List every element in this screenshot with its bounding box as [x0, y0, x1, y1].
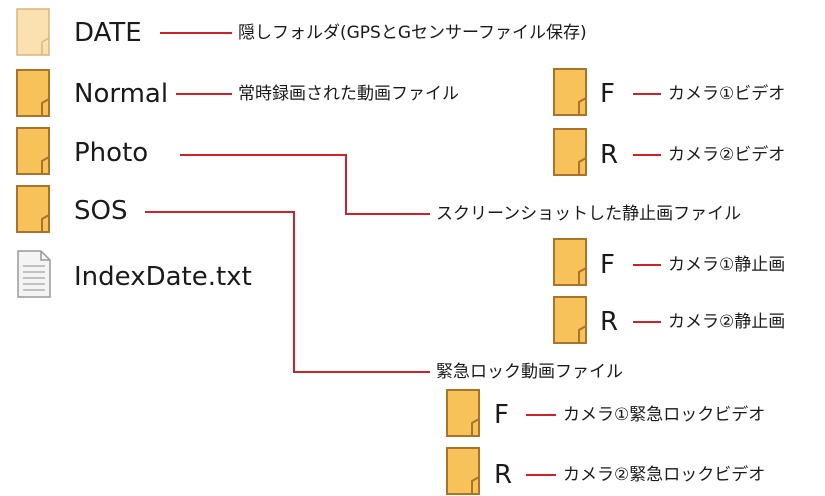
folder-icon	[553, 68, 587, 116]
photo-connector	[180, 154, 430, 215]
photo-folder-label[interactable]: Photo	[74, 138, 149, 168]
normal-folder-label[interactable]: Normal	[74, 79, 169, 109]
sos-r-description: カメラ②緊急ロックビデオ	[563, 465, 766, 485]
folder-icon	[16, 69, 50, 117]
photo-r-description: カメラ②静止画	[668, 312, 786, 332]
photo-f-folder-label[interactable]: F	[600, 250, 615, 280]
date-folder-description: 隠しフォルダ(GPSとGセンサーファイル保存)	[238, 23, 587, 43]
photo-r-folder-label[interactable]: R	[600, 307, 619, 337]
normal-r-description: カメラ②ビデオ	[668, 145, 786, 165]
normal-folder-description: 常時録画された動画ファイル	[238, 84, 459, 104]
sos-r-folder-label[interactable]: R	[494, 460, 513, 490]
text-file-icon	[17, 250, 51, 298]
folder-icon	[446, 447, 480, 495]
hidden-folder-icon	[16, 8, 50, 56]
folder-icon	[16, 185, 50, 233]
photo-folder-description: スクリーンショットした静止画ファイル	[436, 204, 742, 224]
index-file-label[interactable]: IndexDate.txt	[74, 262, 252, 292]
sos-f-folder-label[interactable]: F	[494, 400, 509, 430]
sos-f-description: カメラ①緊急ロックビデオ	[563, 405, 766, 425]
normal-f-folder-label[interactable]: F	[600, 79, 615, 109]
folder-icon	[553, 128, 587, 176]
sos-folder-label[interactable]: SOS	[74, 196, 128, 226]
folder-icon	[553, 296, 587, 344]
normal-f-description: カメラ①ビデオ	[668, 84, 786, 104]
sos-connector	[145, 211, 430, 373]
folder-icon	[16, 127, 50, 175]
normal-r-folder-label[interactable]: R	[600, 140, 619, 170]
photo-f-description: カメラ①静止画	[668, 255, 786, 275]
date-folder-label[interactable]: DATE	[74, 18, 142, 48]
sos-folder-description: 緊急ロック動画ファイル	[436, 362, 623, 382]
folder-icon	[553, 238, 587, 286]
folder-icon	[446, 389, 480, 437]
